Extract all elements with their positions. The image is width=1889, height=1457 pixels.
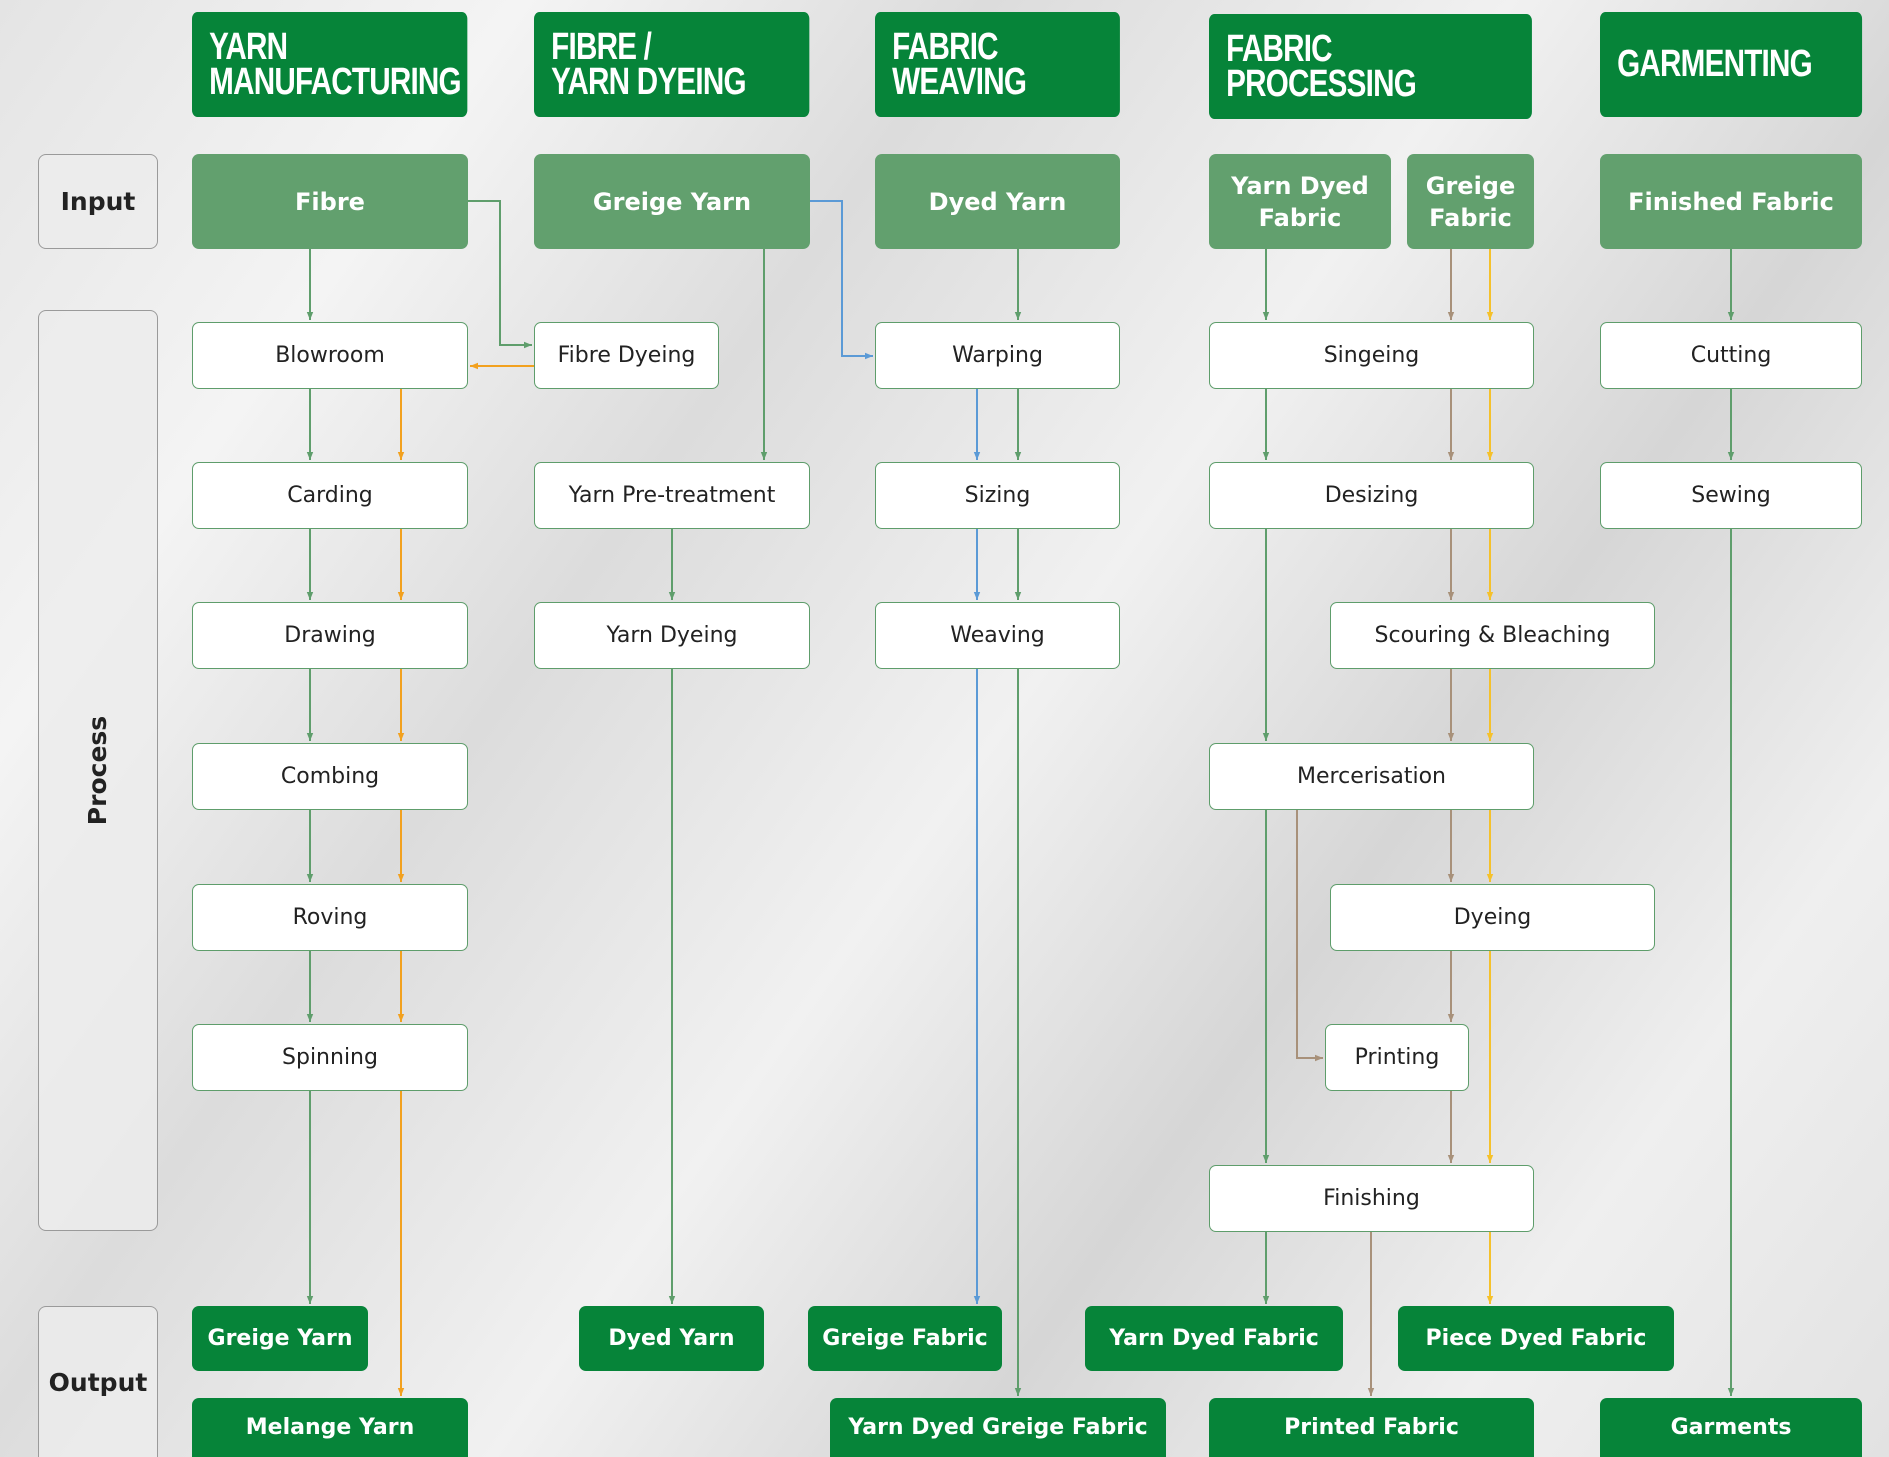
- stage-header-line: YARN DYEING: [551, 60, 746, 103]
- process-sizing: Sizing: [875, 462, 1120, 529]
- input-label: Dyed Yarn: [928, 187, 1067, 216]
- process-label: Roving: [292, 905, 368, 930]
- input-greige-fabric: Greige Fabric: [1407, 154, 1534, 249]
- output-yarn-dyed-fabric: Yarn Dyed Fabric: [1085, 1306, 1343, 1371]
- output-yarn-dyed-greige-fabric: Yarn Dyed Greige Fabric: [830, 1398, 1166, 1457]
- input-fibre: Fibre: [192, 154, 468, 249]
- process-yarn-pretreatment: Yarn Pre-treatment: [534, 462, 810, 529]
- output-label: Melange Yarn: [245, 1415, 415, 1440]
- output-label: Piece Dyed Fabric: [1425, 1326, 1647, 1351]
- output-label: Greige Fabric: [822, 1326, 988, 1351]
- process-label: Scouring & Bleaching: [1374, 623, 1611, 648]
- input-finished-fabric: Finished Fabric: [1600, 154, 1862, 249]
- process-mercerisation: Mercerisation: [1209, 743, 1534, 810]
- process-label: Sewing: [1691, 483, 1771, 508]
- process-warping: Warping: [875, 322, 1120, 389]
- output-label: Printed Fabric: [1284, 1415, 1459, 1440]
- output-piece-dyed-fabric: Piece Dyed Fabric: [1398, 1306, 1674, 1371]
- process-yarn-dyeing: Yarn Dyeing: [534, 602, 810, 669]
- arrow-mercerisation-to-printing: [1296, 810, 1323, 1062]
- output-label: Yarn Dyed Fabric: [1109, 1326, 1319, 1351]
- input-label: Greige Yarn: [592, 187, 752, 216]
- process-scouring-bleaching: Scouring & Bleaching: [1330, 602, 1655, 669]
- process-combing: Combing: [192, 743, 468, 810]
- stage-header-line: GARMENTING: [1617, 43, 1813, 85]
- output-greige-yarn: Greige Yarn: [192, 1306, 368, 1371]
- output-label: Garments: [1670, 1415, 1792, 1440]
- output-printed-fabric: Printed Fabric: [1209, 1398, 1534, 1457]
- process-label: Yarn Pre-treatment: [568, 483, 776, 508]
- row-label-output: Output: [38, 1306, 158, 1457]
- stage-header-line: MANUFACTURING: [209, 60, 461, 103]
- stage-header-line: FIBRE /: [551, 25, 652, 68]
- process-label: Drawing: [284, 623, 376, 648]
- stage-header-line: FABRIC: [1226, 27, 1332, 70]
- process-label: Sizing: [964, 483, 1031, 508]
- process-label: Blowroom: [275, 343, 385, 368]
- input-label: Finished Fabric: [1628, 187, 1834, 216]
- stage-header-line: YARN: [209, 25, 288, 68]
- stage-header-garmenting: GARMENTING: [1600, 12, 1863, 117]
- input-greige-yarn: Greige Yarn: [534, 154, 810, 249]
- output-dyed-yarn: Dyed Yarn: [579, 1306, 764, 1371]
- process-desizing: Desizing: [1209, 462, 1534, 529]
- process-label: Carding: [287, 483, 373, 508]
- stage-header-line: FABRIC: [892, 25, 998, 68]
- process-label: Spinning: [282, 1045, 378, 1070]
- process-label: Cutting: [1690, 343, 1772, 368]
- process-label: Printing: [1354, 1045, 1440, 1070]
- process-weaving: Weaving: [875, 602, 1120, 669]
- process-fibre-dyeing: Fibre Dyeing: [534, 322, 719, 389]
- stage-header-line: PROCESSING: [1226, 62, 1417, 105]
- output-label: Yarn Dyed Greige Fabric: [848, 1415, 1148, 1440]
- process-carding: Carding: [192, 462, 468, 529]
- process-finishing: Finishing: [1209, 1165, 1534, 1232]
- row-label-text: Output: [48, 1367, 148, 1397]
- input-yarn-dyed-fabric: Yarn Dyed Fabric: [1209, 154, 1391, 249]
- process-sewing: Sewing: [1600, 462, 1862, 529]
- input-label: Yarn Dyed Fabric: [1231, 171, 1369, 232]
- process-label: Singeing: [1323, 343, 1420, 368]
- row-label-input: Input: [38, 154, 158, 249]
- process-blowroom: Blowroom: [192, 322, 468, 389]
- process-spinning: Spinning: [192, 1024, 468, 1091]
- output-label: Greige Yarn: [207, 1326, 353, 1351]
- process-label: Desizing: [1324, 483, 1419, 508]
- row-label-text: Input: [60, 187, 136, 216]
- process-label: Combing: [280, 764, 380, 789]
- process-singeing: Singeing: [1209, 322, 1534, 389]
- input-label: Greige Fabric: [1425, 171, 1516, 232]
- process-label: Yarn Dyeing: [606, 623, 738, 648]
- process-dyeing: Dyeing: [1330, 884, 1655, 951]
- process-drawing: Drawing: [192, 602, 468, 669]
- output-label: Dyed Yarn: [608, 1326, 735, 1351]
- process-cutting: Cutting: [1600, 322, 1862, 389]
- arrow-fibre-to-fibre-dyeing: [468, 200, 532, 349]
- stage-header-fibre-yarn-dyeing: FIBRE /YARN DYEING: [534, 12, 810, 117]
- process-roving: Roving: [192, 884, 468, 951]
- process-label: Dyeing: [1453, 905, 1532, 930]
- output-garments: Garments: [1600, 1398, 1862, 1457]
- output-melange-yarn: Melange Yarn: [192, 1398, 468, 1457]
- input-label: Fibre: [295, 187, 365, 216]
- process-label: Fibre Dyeing: [557, 343, 696, 368]
- row-label-process: Process: [38, 310, 158, 1231]
- arrow-greige-yarn-to-warping: [810, 200, 873, 360]
- process-printing: Printing: [1325, 1024, 1469, 1091]
- process-label: Finishing: [1323, 1186, 1420, 1211]
- process-label: Warping: [952, 343, 1043, 368]
- row-label-text: Process: [83, 715, 113, 826]
- stage-header-line: WEAVING: [892, 60, 1027, 103]
- output-greige-fabric: Greige Fabric: [808, 1306, 1002, 1371]
- input-dyed-yarn: Dyed Yarn: [875, 154, 1120, 249]
- process-label: Weaving: [950, 623, 1045, 648]
- process-label: Mercerisation: [1297, 764, 1446, 789]
